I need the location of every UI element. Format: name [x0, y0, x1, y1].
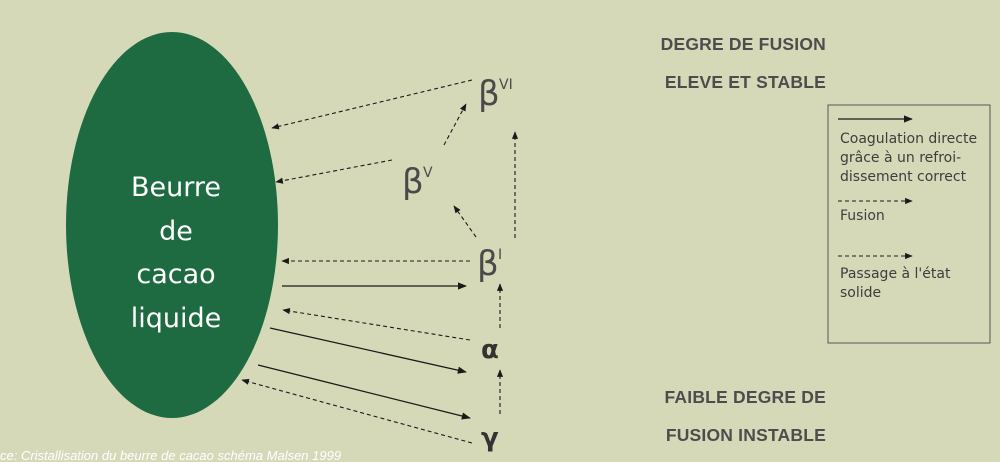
legend-solid-line-2: grâce à un refroi- [840, 150, 961, 166]
phase-beta-v: β V [402, 162, 433, 202]
source-caption: ce: Cristallisation du beurre de cacao s… [0, 448, 341, 462]
ellipse-label-line-4: liquide [131, 303, 222, 334]
heading-low-unstable-line-1: FAIBLE DEGRE DE [665, 387, 827, 407]
legend-dashed-line-1: Fusion [840, 208, 885, 224]
svg-text:β: β [478, 74, 500, 114]
svg-text:V: V [423, 165, 433, 181]
legend-dashdot-line-1: Passage à l'état [840, 266, 951, 282]
ellipse-label-line-2: de [159, 216, 193, 247]
legend-box [827, 104, 991, 344]
legend: Coagulation directe grâce à un refroi- d… [827, 104, 991, 344]
coagulation-arrow-alpha [269, 327, 467, 374]
fusion-arrow-alpha [282, 308, 471, 341]
svg-text:β: β [477, 244, 499, 284]
svg-text:I: I [498, 247, 502, 263]
coagulation-arrow-gamma [257, 364, 471, 420]
heading-high-stable-line-2: ELEVE ET STABLE [665, 72, 826, 92]
ellipse-label-line-1: Beurre [131, 172, 221, 203]
svg-text:β: β [402, 162, 424, 202]
phase-gamma: γ [481, 423, 499, 453]
legend-solid-line-1: Coagulation directe [840, 131, 977, 147]
ellipse-label-line-3: cacao [136, 259, 215, 290]
heading-high-stable-line-1: DEGRE DE FUSION [661, 34, 826, 54]
transition-arrow-beta-v-to-beta-vi [443, 103, 467, 146]
phase-beta-i: β I [477, 244, 502, 284]
phase-beta-vi: β VI [478, 74, 513, 114]
fusion-arrow-beta-v [275, 159, 393, 184]
fusion-arrow-gamma [241, 378, 473, 444]
legend-dashdot-line-2: solide [840, 285, 881, 301]
phase-alpha: α [481, 335, 499, 365]
fusion-arrow-beta-vi [271, 79, 473, 130]
legend-solid-line-3: dissement correct [840, 169, 967, 185]
liquid-cocoa-butter-ellipse [66, 32, 278, 418]
transition-arrow-beta-i-to-beta-v [453, 205, 477, 238]
heading-low-unstable-line-2: FUSION INSTABLE [666, 425, 826, 445]
svg-text:VI: VI [499, 77, 513, 93]
